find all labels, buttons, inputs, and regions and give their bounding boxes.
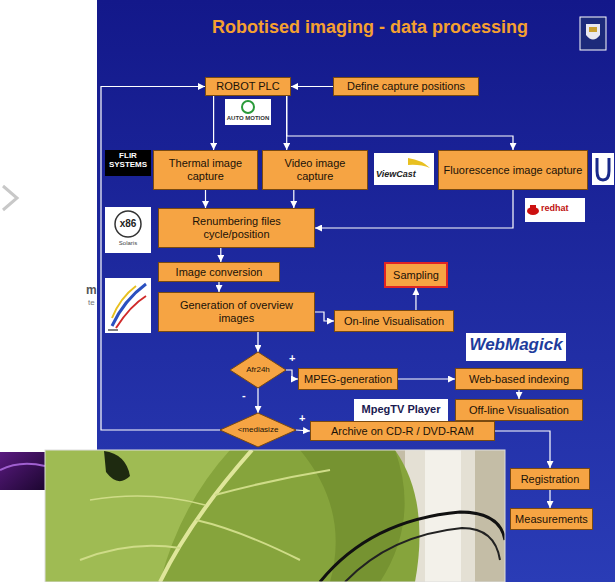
cropped-text: m	[86, 284, 97, 297]
logo-text: MpegTV Player	[354, 403, 448, 415]
flow-connector	[415, 288, 416, 310]
node-text: On-line Visualisation	[344, 315, 444, 328]
node-text: Generation of overview images	[163, 299, 310, 324]
sampling-box: Sampling	[384, 262, 448, 288]
branch-sign: -	[242, 390, 246, 401]
logo-text: x86	[105, 218, 151, 229]
photo-frame	[45, 450, 505, 582]
slide-title: Robotised imaging - data processing	[150, 17, 590, 38]
feather-logo	[105, 278, 151, 333]
flow-connector	[291, 86, 333, 87]
decision-diamond: <mediasize	[220, 413, 296, 447]
process-box: Archive on CD-R / DVD-RAM	[310, 421, 495, 441]
flow-connector	[287, 96, 513, 150]
node-text: ROBOT PLC	[216, 80, 279, 93]
process-box: Registration	[510, 468, 590, 490]
process-box: Renumbering files cycle/position	[158, 208, 315, 248]
process-box: Video image capture	[262, 150, 368, 190]
mpegtv-logo	[354, 399, 448, 421]
process-box: Generation of overview images	[158, 292, 315, 332]
flow-connector	[549, 490, 550, 508]
logo-text: AUTO MOTION	[225, 115, 271, 122]
flow-connector	[315, 190, 513, 228]
node-text: Afr24h	[246, 365, 270, 374]
node-text: Video image capture	[267, 157, 363, 182]
flir-logo	[105, 150, 151, 176]
flow-connector	[101, 87, 220, 431]
process-box: ROBOT PLC	[205, 77, 291, 96]
automotion-logo	[225, 99, 271, 125]
node-text: Image conversion	[176, 266, 263, 279]
decision-diamond: Afr24h	[230, 352, 286, 388]
logo-text: ViewCast	[376, 170, 416, 180]
flow-connector	[257, 388, 258, 413]
node-text: Define capture positions	[347, 80, 465, 93]
leaf-photo	[45, 450, 505, 582]
node-text: Sampling	[393, 269, 439, 282]
flow-connector	[220, 248, 221, 262]
process-box: Fluorescence image capture	[438, 150, 588, 190]
flow-connector	[205, 190, 206, 208]
flow-connector	[398, 378, 455, 379]
flow-connector	[213, 96, 214, 150]
logo-text: FLIR SYSTEMS	[105, 152, 151, 170]
university-logo	[580, 17, 606, 50]
flow-connector	[218, 282, 219, 292]
u-logo	[592, 153, 614, 185]
process-box: Web-based indexing	[455, 368, 583, 390]
node-text: Registration	[521, 473, 580, 486]
node-text: MPEG-generation	[304, 373, 392, 386]
flow-connector	[495, 431, 550, 468]
logo-text: WebMagick	[466, 336, 566, 355]
node-text: Renumbering files cycle/position	[163, 215, 310, 240]
process-box: Measurements	[510, 508, 593, 530]
logo-text: Solaris	[105, 240, 151, 247]
node-text: Off-line Visualisation	[469, 404, 569, 417]
redhat-logo	[525, 198, 585, 222]
node-text: Thermal image capture	[158, 157, 253, 182]
flow-connector	[293, 190, 294, 208]
chevron-icon	[3, 186, 17, 210]
node-text: Archive on CD-R / DVD-RAM	[331, 425, 474, 438]
process-box: MPEG-generation	[298, 368, 398, 390]
node-text: Web-based indexing	[469, 373, 569, 386]
solaris-logo	[105, 207, 151, 253]
viewcast-logo	[374, 153, 434, 185]
node-text: Measurements	[515, 513, 588, 526]
node-text: <mediasize	[238, 425, 279, 434]
webmagick-logo	[466, 333, 566, 361]
logo-text: redhat	[541, 204, 569, 214]
process-box: Define capture positions	[333, 77, 479, 96]
flow-connector	[315, 312, 334, 321]
flow-connector	[286, 370, 298, 379]
process-box: Off-line Visualisation	[455, 399, 583, 421]
purple-photo-fragment	[0, 452, 45, 490]
node-text: Fluorescence image capture	[444, 164, 583, 177]
process-box: Thermal image capture	[153, 150, 258, 190]
flow-connector	[257, 332, 258, 352]
branch-sign: +	[299, 413, 305, 424]
cropped-text: te	[88, 299, 95, 308]
process-box: Image conversion	[158, 262, 280, 282]
flow-connector	[296, 430, 310, 431]
process-box: On-line Visualisation	[334, 310, 454, 332]
branch-sign: +	[289, 353, 295, 364]
flow-connector	[518, 390, 519, 399]
